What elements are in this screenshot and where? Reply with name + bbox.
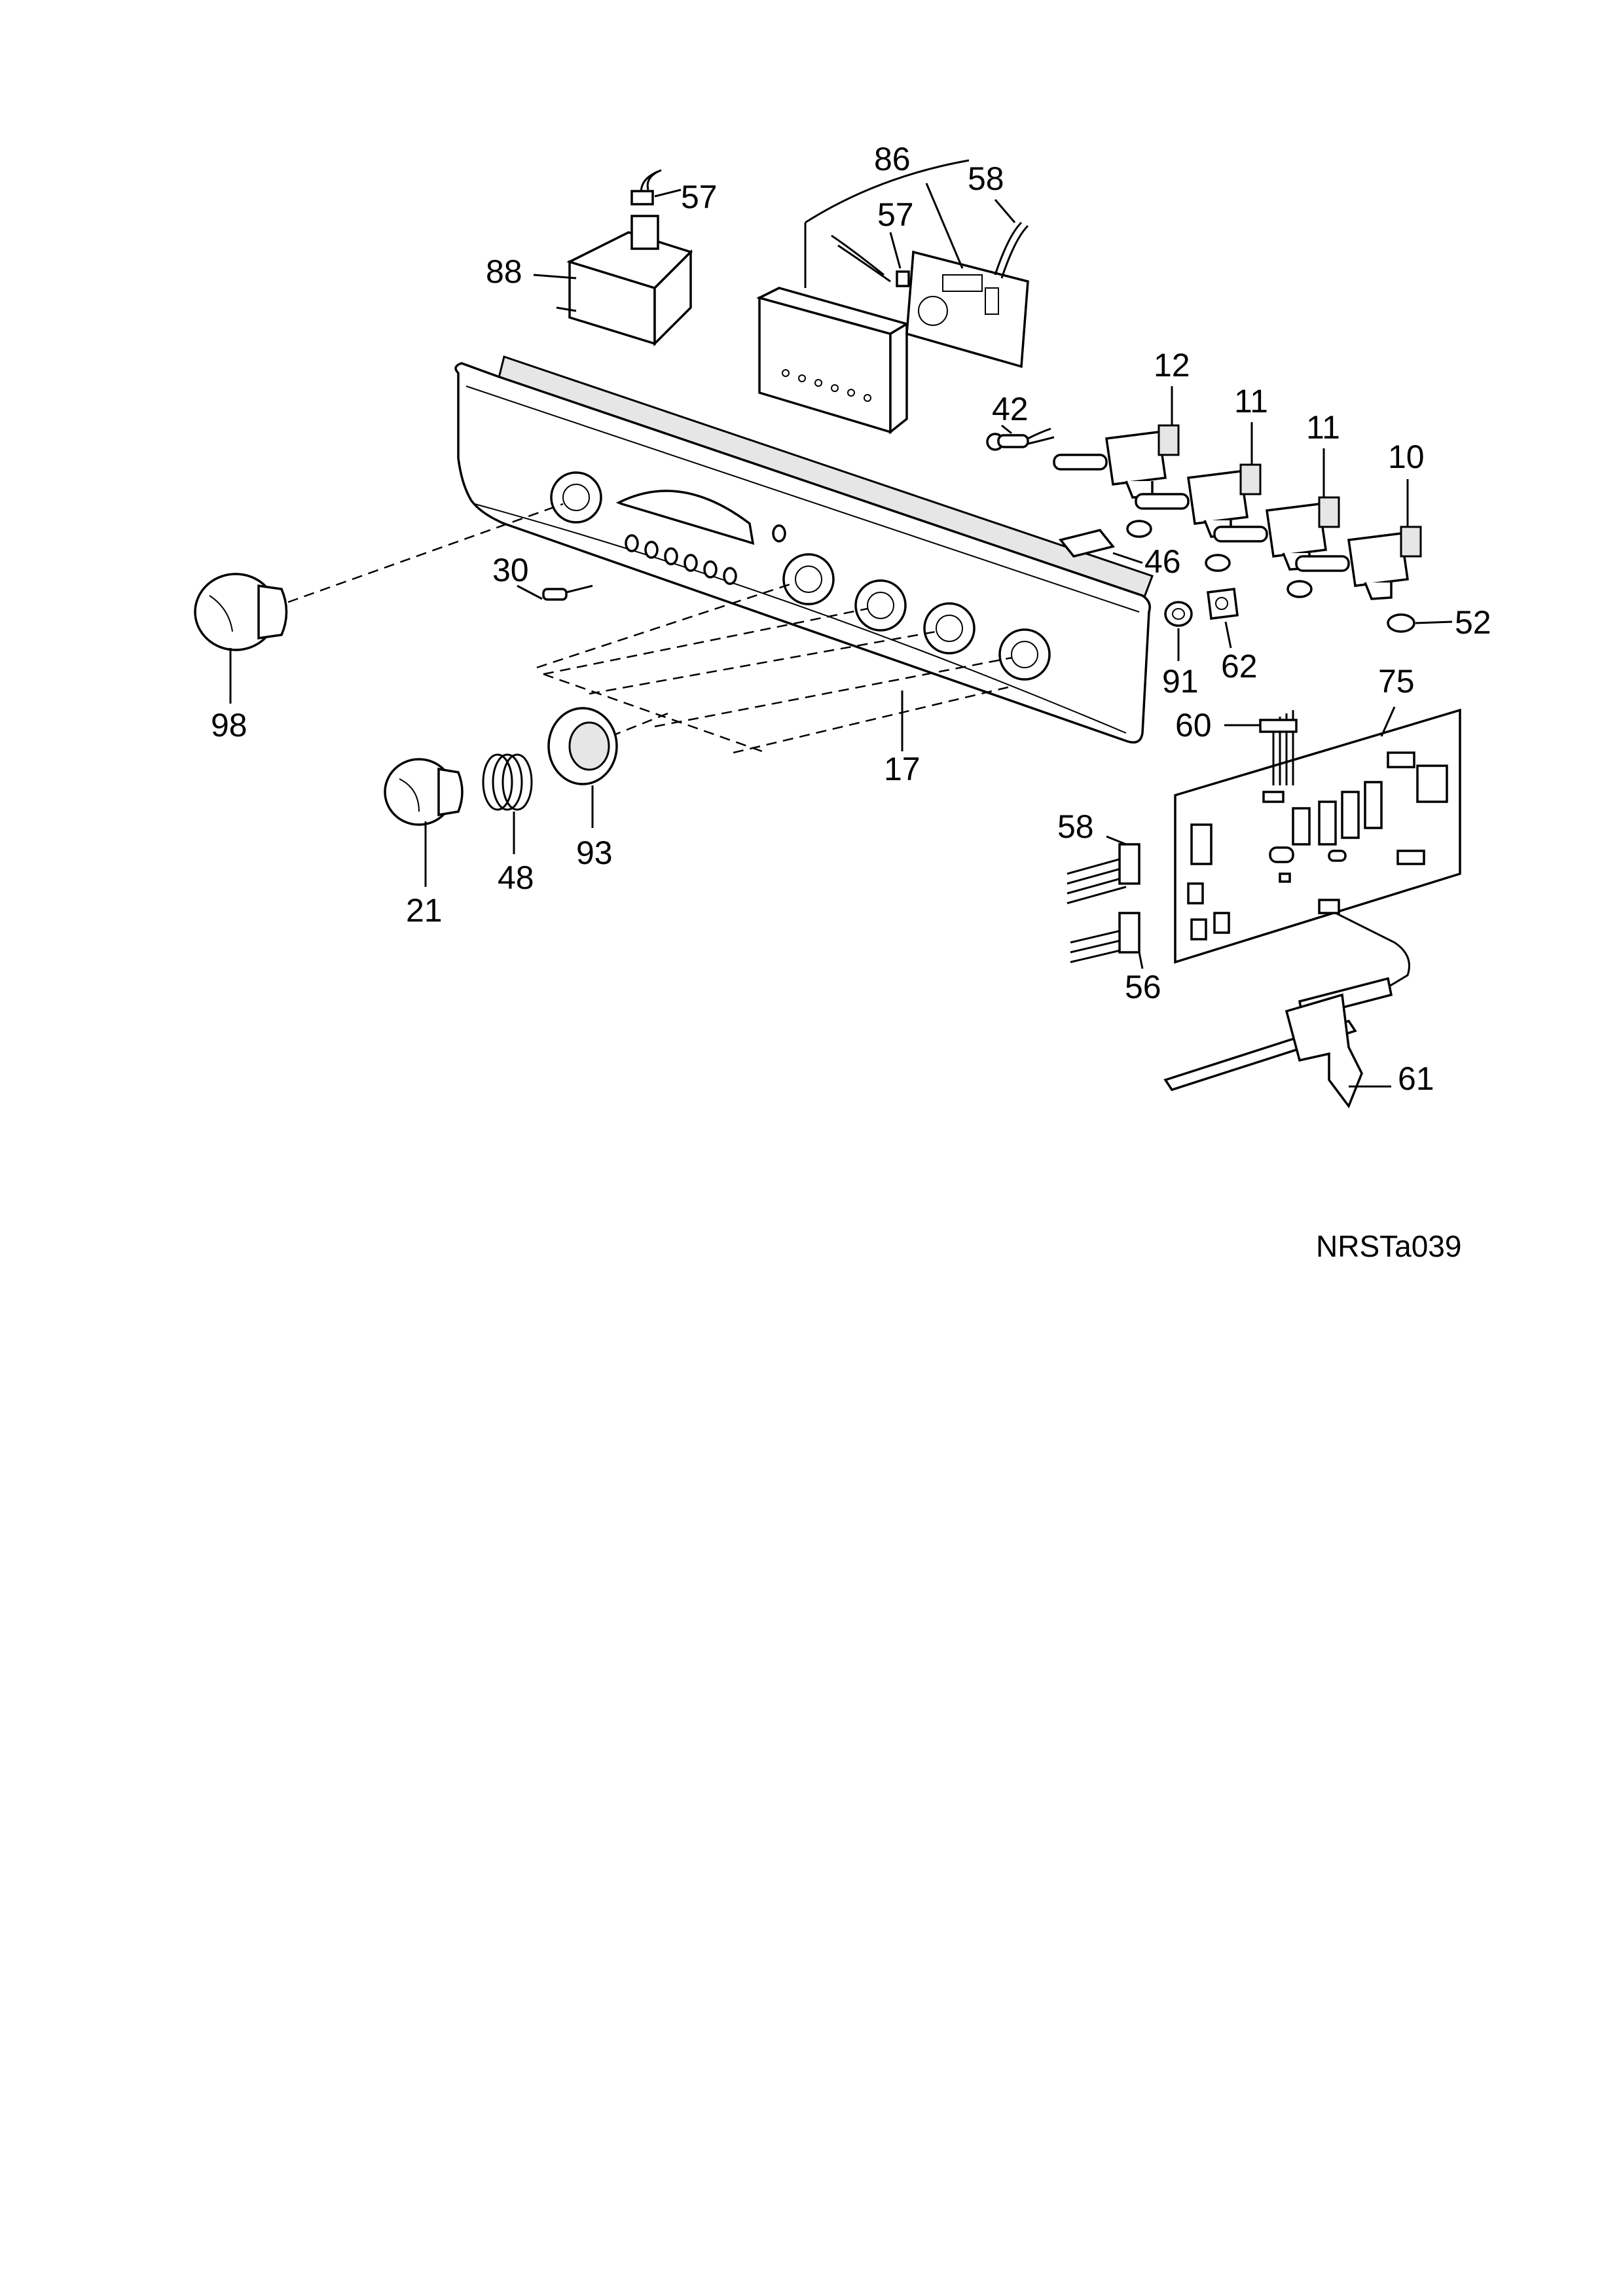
part-label-62: 62 xyxy=(1221,648,1258,685)
ribbon-cable-part-60 xyxy=(1224,710,1298,785)
part-label-52: 52 xyxy=(1455,604,1491,641)
gas-tap-part-10 xyxy=(1286,479,1422,600)
knob-part-98 xyxy=(194,573,288,704)
part-label-57-top: 57 xyxy=(681,179,718,215)
washer-part-52 xyxy=(1387,613,1453,633)
wire-harness-part-56 xyxy=(1070,912,1144,969)
part-label-98: 98 xyxy=(211,707,247,744)
part-label-60: 60 xyxy=(1175,707,1212,744)
gas-tap-part-12 xyxy=(1053,386,1180,499)
part-label-21: 21 xyxy=(406,892,443,929)
gas-tap-part-11b xyxy=(1205,448,1340,572)
part-label-48: 48 xyxy=(498,859,534,896)
spring-part-48 xyxy=(482,753,533,854)
part-label-56: 56 xyxy=(1125,969,1161,1005)
connector-part-57 xyxy=(630,169,682,206)
part-label-93: 93 xyxy=(576,834,613,871)
grommet-part-91 xyxy=(1164,601,1193,661)
part-label-12: 12 xyxy=(1154,347,1190,384)
part-label-58-harness: 58 xyxy=(1057,808,1094,845)
part-label-11-second: 11 xyxy=(1306,409,1340,446)
panel-button-holes xyxy=(625,524,786,585)
part-label-86: 86 xyxy=(874,141,911,177)
sensor-part-61 xyxy=(1163,899,1410,1109)
part-label-58-top: 58 xyxy=(968,160,1004,197)
display-module-part-86 xyxy=(756,159,1029,435)
control-panel-part-17 xyxy=(454,355,1154,744)
timer-part-88 xyxy=(533,215,693,347)
part-label-88: 88 xyxy=(486,253,522,290)
bracket-part-46 xyxy=(1058,529,1143,564)
part-label-30: 30 xyxy=(492,552,529,588)
part-labels: 57 88 86 58 57 12 42 11 11 10 30 46 52 9… xyxy=(211,141,1491,1097)
knob-part-21 xyxy=(384,758,464,887)
part-label-75: 75 xyxy=(1378,663,1415,700)
button-part-30 xyxy=(517,584,593,601)
board-components xyxy=(1187,751,1448,941)
part-label-46: 46 xyxy=(1144,543,1181,580)
part-label-42: 42 xyxy=(992,391,1029,427)
part-label-57-board: 57 xyxy=(877,196,914,233)
switch-part-62 xyxy=(1207,588,1239,649)
lamp-part-42 xyxy=(986,424,1055,451)
display-buttons xyxy=(782,369,871,402)
part-label-10: 10 xyxy=(1388,439,1425,475)
part-label-11-first: 11 xyxy=(1234,383,1268,420)
assembly-guide-lines xyxy=(287,503,1012,754)
part-label-91: 91 xyxy=(1162,663,1199,700)
part-label-17: 17 xyxy=(884,751,921,787)
leader-lines xyxy=(889,183,1016,269)
diagram-code: NRSTa039 xyxy=(1316,1229,1461,1263)
wire-harness-part-58 xyxy=(1067,835,1140,905)
bezel-part-93 xyxy=(547,707,618,828)
panel-knob-holes xyxy=(550,471,1051,681)
circuit-board-part-75 xyxy=(1174,706,1461,964)
part-label-61: 61 xyxy=(1398,1060,1434,1097)
